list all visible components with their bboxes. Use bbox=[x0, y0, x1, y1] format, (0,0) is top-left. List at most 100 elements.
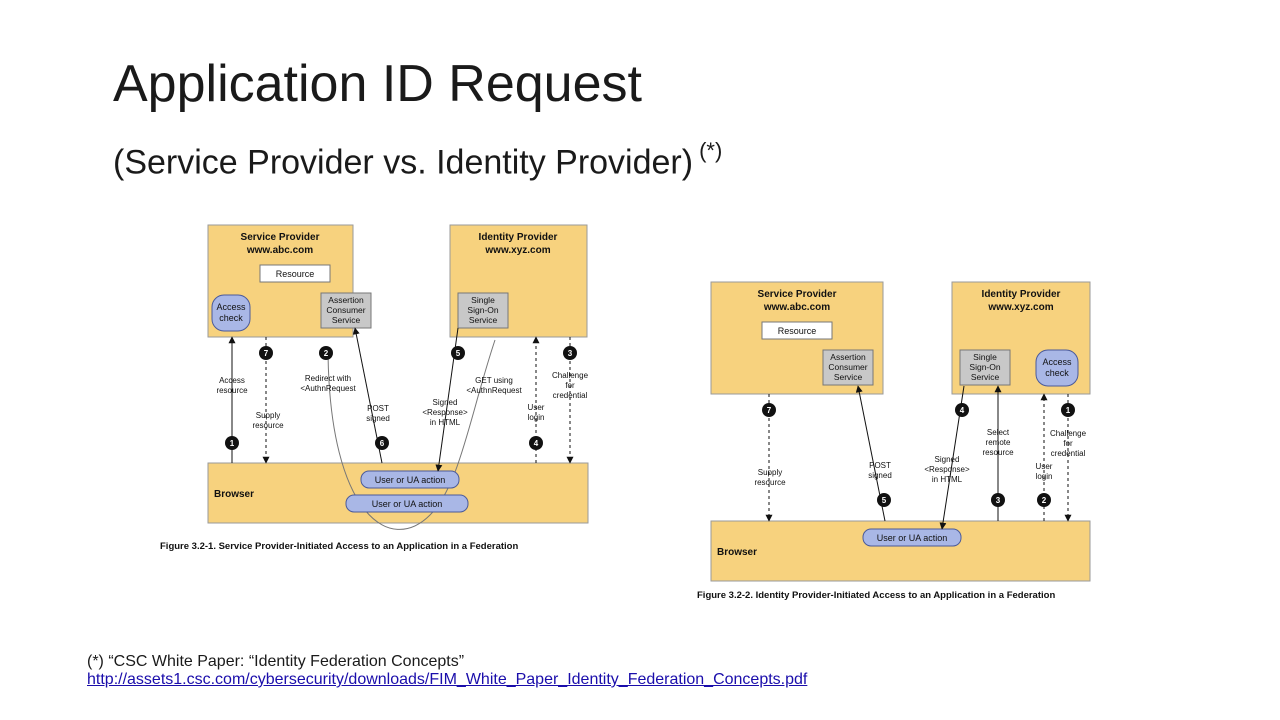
svg-text:2: 2 bbox=[324, 349, 329, 358]
ua-action-label-2: User or UA action bbox=[372, 499, 443, 509]
label-signed-response-1: Signed bbox=[935, 455, 960, 464]
figure-caption-1: Figure 3.2-1. Service Provider-Initiated… bbox=[160, 541, 518, 552]
step-circle-7: 7 bbox=[762, 403, 776, 417]
svg-text:6: 6 bbox=[380, 439, 385, 448]
step-circle-3: 3 bbox=[563, 346, 577, 360]
sp-domain: www.abc.com bbox=[246, 245, 313, 256]
svg-text:3: 3 bbox=[568, 349, 573, 358]
svg-text:5: 5 bbox=[456, 349, 461, 358]
sp-domain: www.abc.com bbox=[763, 302, 830, 313]
subtitle-text: (Service Provider vs. Identity Provider) bbox=[113, 143, 694, 182]
label-signed-response-3: in HTML bbox=[932, 475, 963, 484]
acs-box bbox=[822, 349, 874, 386]
browser-label: Browser bbox=[717, 547, 757, 558]
acs-label-1: Assertion bbox=[328, 295, 364, 305]
svg-text:3: 3 bbox=[996, 496, 1001, 505]
access-check-pill bbox=[1035, 349, 1079, 387]
label-select-remote-2: remote bbox=[986, 438, 1011, 447]
step-circle-3: 3 bbox=[991, 493, 1005, 507]
step-circle-2: 2 bbox=[1037, 493, 1051, 507]
browser-label: Browser bbox=[214, 489, 254, 500]
acs-box bbox=[320, 292, 372, 329]
sso-label-2: Sign-On bbox=[467, 305, 498, 315]
step-circle-6: 6 bbox=[375, 436, 389, 450]
sso-label-3: Service bbox=[469, 315, 498, 325]
access-check-label-1: Access bbox=[1042, 357, 1072, 367]
label-select-remote-1: Select bbox=[987, 428, 1010, 437]
access-check-pill bbox=[211, 294, 251, 332]
redirect-curve bbox=[327, 339, 496, 530]
footnote-text: (*) “CSC White Paper: “Identity Federati… bbox=[87, 653, 465, 670]
label-access-resource-2: resource bbox=[216, 386, 248, 395]
acs-label-1: Assertion bbox=[830, 352, 866, 362]
step-circle-1: 1 bbox=[1061, 403, 1075, 417]
label-signed-response-1: Signed bbox=[433, 398, 458, 407]
resource-box bbox=[761, 321, 833, 340]
ua-action-pill bbox=[862, 528, 962, 547]
idp-domain: www.xyz.com bbox=[484, 245, 550, 256]
access-check-label-2: check bbox=[219, 313, 243, 323]
svg-text:5: 5 bbox=[882, 496, 887, 505]
figure-caption-2: Figure 3.2-2. Identity Provider-Initiate… bbox=[697, 590, 1055, 601]
acs-label-2: Consumer bbox=[326, 305, 365, 315]
footnote-link[interactable]: http://assets1.csc.com/cybersecurity/dow… bbox=[87, 671, 808, 688]
sp-initiated-diagram: Service Provider www.abc.com Resource Ac… bbox=[160, 224, 589, 552]
footnote: (*) “CSC White Paper: “Identity Federati… bbox=[87, 653, 807, 689]
label-signed-response-3: in HTML bbox=[430, 418, 461, 427]
label-signed-response-2: <Response> bbox=[422, 408, 468, 417]
sso-label-1: Single bbox=[973, 352, 997, 362]
resource-box bbox=[259, 264, 331, 283]
label-post-signed-1: POST bbox=[869, 461, 891, 470]
label-user-login-2: login bbox=[528, 413, 545, 422]
label-challenge-1: Challenge bbox=[1050, 429, 1087, 438]
label-supply-resource-1: Supply bbox=[256, 411, 280, 420]
resource-label: Resource bbox=[276, 269, 315, 279]
label-user-login-1: User bbox=[1036, 462, 1053, 471]
label-get-using-1: GET using bbox=[475, 376, 513, 385]
sso-label-1: Single bbox=[471, 295, 495, 305]
idp-title: Identity Provider bbox=[982, 289, 1061, 300]
acs-label-3: Service bbox=[834, 372, 863, 382]
label-challenge-3: credential bbox=[1051, 449, 1086, 458]
idp-domain: www.xyz.com bbox=[987, 302, 1053, 313]
label-get-using-2: <AuthnRequest bbox=[466, 386, 522, 395]
resource-label: Resource bbox=[778, 326, 817, 336]
label-user-login-2: login bbox=[1036, 472, 1053, 481]
step-circle-1: 1 bbox=[225, 436, 239, 450]
label-post-signed-2: signed bbox=[868, 471, 892, 480]
svg-text:2: 2 bbox=[1042, 496, 1047, 505]
step-circle-5: 5 bbox=[877, 493, 891, 507]
step-circle-2: 2 bbox=[319, 346, 333, 360]
label-redirect-2: <AuthnRequest bbox=[300, 384, 356, 393]
svg-text:7: 7 bbox=[767, 406, 772, 415]
access-check-label-1: Access bbox=[216, 302, 246, 312]
label-select-remote-3: resource bbox=[982, 448, 1014, 457]
label-challenge-1: Challenge bbox=[552, 371, 589, 380]
svg-text:7: 7 bbox=[264, 349, 269, 358]
subtitle-footnote-mark: (*) bbox=[699, 138, 723, 163]
sso-box bbox=[457, 292, 509, 329]
slide-title: Application ID Request bbox=[113, 55, 642, 113]
svg-text:4: 4 bbox=[960, 406, 965, 415]
sp-title: Service Provider bbox=[758, 289, 837, 300]
sso-label-2: Sign-On bbox=[969, 362, 1000, 372]
ua-action-label-1: User or UA action bbox=[375, 475, 446, 485]
label-challenge-2: for bbox=[1063, 439, 1073, 448]
label-access-resource-1: Access bbox=[219, 376, 245, 385]
acs-label-3: Service bbox=[332, 315, 361, 325]
access-check-label-2: check bbox=[1045, 368, 1069, 378]
label-challenge-2: for bbox=[565, 381, 575, 390]
label-user-login-1: User bbox=[528, 403, 545, 412]
step-circle-4: 4 bbox=[955, 403, 969, 417]
acs-label-2: Consumer bbox=[828, 362, 867, 372]
idp-title: Identity Provider bbox=[479, 232, 558, 243]
ua-action-pill-2 bbox=[345, 494, 469, 513]
label-supply-resource-2: resource bbox=[252, 421, 284, 430]
ua-action-pill-1 bbox=[360, 470, 460, 489]
slide-subtitle: (Service Provider vs. Identity Provider)… bbox=[113, 138, 723, 182]
step-circle-7: 7 bbox=[259, 346, 273, 360]
step-circle-5: 5 bbox=[451, 346, 465, 360]
label-supply-resource-1: Supply bbox=[758, 468, 782, 477]
svg-text:1: 1 bbox=[1066, 406, 1071, 415]
label-signed-response-2: <Response> bbox=[924, 465, 970, 474]
